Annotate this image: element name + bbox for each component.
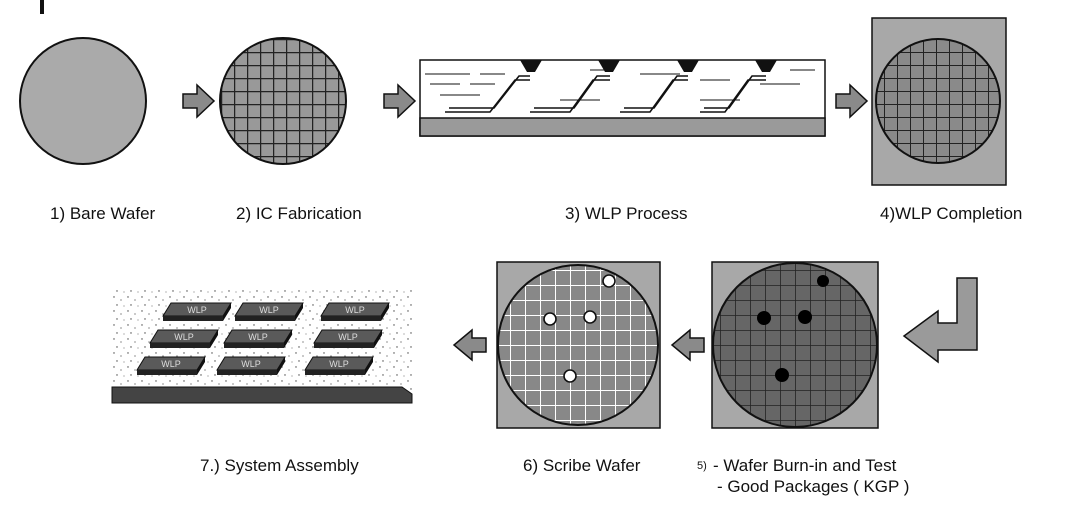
- wlp-chip-label: WLP: [345, 305, 365, 315]
- wlp-chip: WLP: [223, 329, 293, 348]
- wlp-chip-label: WLP: [161, 359, 181, 369]
- bare-wafer: [19, 37, 147, 165]
- wlp-chip: WLP: [320, 302, 390, 321]
- wlp-chip: WLP: [162, 302, 232, 321]
- return-arrow-icon: [902, 277, 978, 364]
- ic-fabrication-wafer: [219, 37, 347, 165]
- wlp-chip: WLP: [313, 329, 383, 348]
- wlp-chip: WLP: [234, 302, 304, 321]
- wlp-chip-label: WLP: [329, 359, 349, 369]
- arrow-right-2-icon: [383, 83, 417, 119]
- corner-mark: [40, 0, 44, 14]
- wlp-chip: WLP: [304, 356, 374, 375]
- scribe-wafer: [496, 261, 661, 429]
- arrow-right-3-icon: [835, 83, 869, 119]
- wlp-chip-label: WLP: [174, 332, 194, 342]
- wlp-chip: WLP: [136, 356, 206, 375]
- burn-in-test-wafer: [711, 261, 879, 429]
- arrow-right-1-icon: [182, 83, 216, 119]
- wlp-chip-grid: WLP WLP WLP WLP WLP WLP WLP WLP WLP: [136, 302, 390, 375]
- wlp-process-cross-section: [419, 59, 826, 137]
- wlp-chip-label: WLP: [259, 305, 279, 315]
- arrow-left-1-icon: [670, 328, 705, 362]
- label-wlp-completion: 4)WLP Completion: [880, 204, 1022, 223]
- wlp-chip-label: WLP: [338, 332, 358, 342]
- wlp-chip-label: WLP: [187, 305, 207, 315]
- wlp-chip: WLP: [216, 356, 286, 375]
- wlp-chip-label: WLP: [241, 359, 261, 369]
- label-burn-in-test: - Wafer Burn-in and Test: [713, 456, 897, 475]
- label-scribe-wafer: 6) Scribe Wafer: [523, 456, 641, 475]
- label-wlp-process: 3) WLP Process: [565, 204, 688, 223]
- label-ic-fabrication: 2) IC Fabrication: [236, 204, 362, 223]
- arrow-left-2-icon: [452, 328, 487, 362]
- label-step5-number: 5): [697, 460, 707, 472]
- label-good-packages: - Good Packages ( KGP ): [717, 477, 909, 496]
- wlp-chip: WLP: [149, 329, 219, 348]
- wlp-chip-label: WLP: [248, 332, 268, 342]
- wlp-completion-wafer: [871, 17, 1007, 186]
- label-bare-wafer: 1) Bare Wafer: [50, 204, 156, 223]
- label-system-assembly: 7.) System Assembly: [200, 456, 359, 475]
